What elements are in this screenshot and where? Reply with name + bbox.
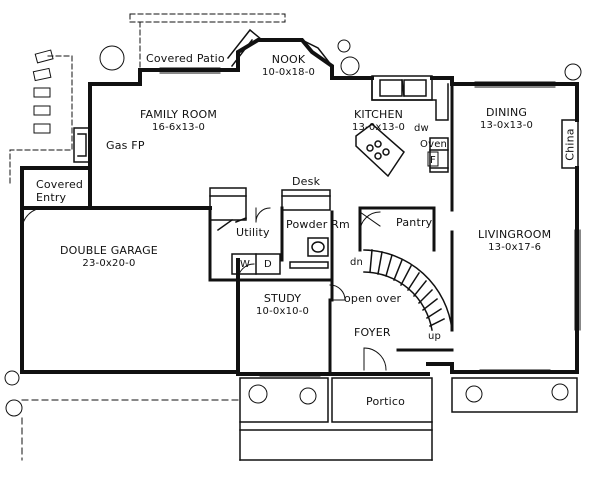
- desk-label: Desk: [292, 175, 321, 188]
- driveway: [21, 399, 241, 461]
- china-cabinet: [561, 119, 579, 169]
- portico-label: Portico: [366, 395, 406, 408]
- livingroom-label: LIVINGROOM 13-0x17-6: [478, 228, 551, 254]
- livingroom-dims: 13-0x17-6: [488, 242, 542, 253]
- desk: [281, 189, 331, 211]
- covered-patio-label: Covered Patio: [146, 52, 225, 65]
- covered-patio-outline: [129, 13, 286, 71]
- study-dims: 10-0x10-0: [256, 306, 310, 317]
- kitchen-label: KITCHEN 13-0x13-0: [352, 108, 405, 134]
- washer-label: W: [240, 259, 251, 270]
- oven-label: Oven: [420, 139, 448, 150]
- livingroom-name: LIVINGROOM: [478, 228, 552, 241]
- kitchen-counters: [355, 75, 449, 178]
- covered-entry-line2: Entry: [36, 191, 67, 204]
- exterior-walls: [20, 38, 579, 376]
- pantry-door: [359, 211, 381, 233]
- kitchen-name: KITCHEN: [354, 108, 404, 121]
- utility-label: Utility: [236, 226, 270, 239]
- door-swings: [21, 207, 387, 371]
- stepping-stones: [32, 49, 54, 134]
- utility-fixtures: [209, 187, 281, 275]
- staircase: [363, 249, 453, 331]
- dining-dims: 13-0x13-0: [480, 120, 534, 131]
- shrubs: [4, 39, 582, 417]
- double-garage-label: DOUBLE GARAGE 23-0x20-0: [60, 244, 158, 270]
- study-name: STUDY: [263, 292, 302, 305]
- stair-down-label: dn: [350, 257, 364, 268]
- dishwasher-label: dw: [414, 123, 429, 134]
- covered-entry-line1: Covered: [36, 178, 84, 191]
- portico: [239, 377, 578, 461]
- pantry-label: Pantry: [396, 216, 433, 229]
- family-room-name: FAMILY ROOM: [140, 108, 218, 121]
- kitchen-dims: 13-0x13-0: [352, 122, 406, 133]
- side-path: [9, 55, 73, 186]
- double-garage-dims: 23-0x20-0: [82, 258, 136, 269]
- powder-fixtures: [289, 237, 329, 269]
- fridge-label: F: [430, 155, 436, 166]
- powder-rm-label: Powder Rm: [286, 218, 350, 231]
- family-room-dims: 16-6x13-0: [152, 122, 206, 133]
- nook-dims: 10-0x18-0: [262, 67, 316, 78]
- family-room-label: FAMILY ROOM 16-6x13-0: [140, 108, 217, 134]
- nook-bay: [226, 28, 334, 68]
- nook-name: NOOK: [271, 53, 306, 66]
- nook-label: NOOK 10-0x18-0: [262, 53, 315, 79]
- dining-name: DINING: [485, 106, 528, 119]
- china-label: China: [563, 128, 577, 161]
- double-garage-name: DOUBLE GARAGE: [60, 244, 158, 257]
- dining-label: DINING 13-0x13-0: [480, 106, 533, 132]
- covered-entry-label: Covered Entry: [36, 178, 83, 204]
- windows: [159, 67, 581, 377]
- fireplace: [73, 127, 91, 163]
- foyer-label: FOYER: [354, 326, 391, 339]
- fridge: [427, 151, 439, 167]
- study-label: STUDY 10-0x10-0: [256, 292, 309, 318]
- stair-up-label: up: [428, 331, 442, 342]
- dryer-label: D: [264, 259, 272, 270]
- open-over-label: open over: [344, 292, 402, 305]
- gas-fp-label: Gas FP: [106, 139, 145, 152]
